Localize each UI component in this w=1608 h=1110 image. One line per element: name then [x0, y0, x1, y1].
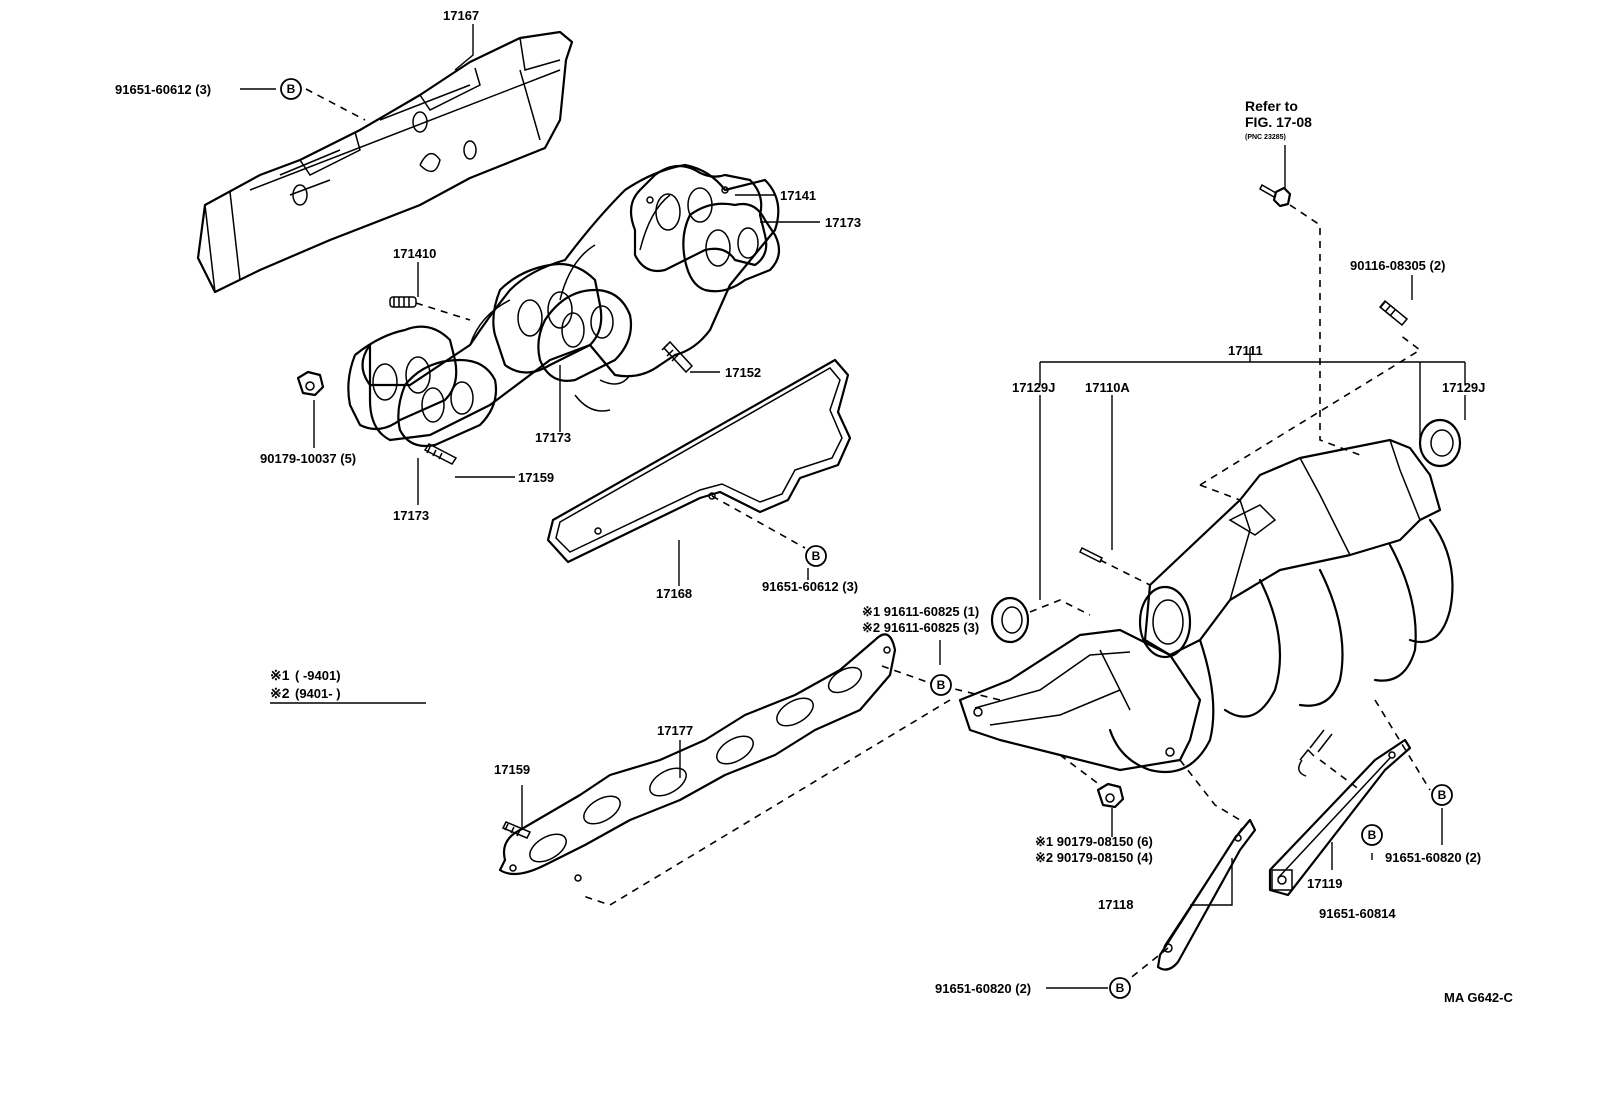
stud-17159-lower [501, 821, 532, 839]
nut-90179-10037 [296, 370, 325, 397]
nut-90179-08150 [1096, 782, 1125, 809]
catalog-code: MA G642-C [1444, 990, 1513, 1005]
bolt-marker-letter: B [937, 678, 946, 692]
label-17168: 17168 [656, 586, 692, 601]
stud-17159-upper [423, 443, 458, 465]
label-17119: 17119 [1307, 876, 1342, 891]
label-17177: 17177 [657, 723, 693, 738]
bolt-marker-b-top: B [280, 78, 302, 100]
exhaust-gasket-17173 [347, 164, 781, 448]
gasket-17168 [546, 358, 852, 564]
label-17118: 17118 [1098, 897, 1133, 912]
bolt-marker-b-stay-bottom: B [1109, 977, 1131, 999]
label-note2-90179-08150: ※2 90179-08150 (4) [1035, 850, 1153, 865]
bolt-marker-letter: B [287, 82, 296, 96]
bolt-marker-b-flange: B [930, 674, 952, 696]
manifold-stay-17119 [1268, 729, 1412, 897]
sensor-fig-17-08 [1259, 183, 1292, 208]
bolt-marker-letter: B [1368, 828, 1377, 842]
bolt-marker-letter: B [1438, 788, 1447, 802]
label-17159-upper: 17159 [518, 470, 554, 485]
stud-171410 [389, 296, 417, 308]
intake-gasket-17177 [498, 633, 897, 882]
label-refer-pnc: (PNC 23285) [1245, 134, 1286, 141]
label-note1-91611-60825: ※1 91611-60825 (1) [862, 604, 979, 619]
label-17129J-right: 17129J [1442, 380, 1485, 395]
intake-manifold-17111 [958, 438, 1454, 774]
label-17141: 17141 [780, 188, 816, 203]
label-17111: 17111 [1228, 343, 1263, 358]
legend-mark-2: ※2 [270, 685, 290, 701]
leader-lines [240, 24, 1466, 989]
label-17159-lower: 17159 [494, 762, 530, 777]
legend-range-2: (9401- ) [295, 686, 341, 701]
label-refer-fig: FIG. 17-08 [1245, 114, 1312, 130]
label-17173-right: 17173 [825, 215, 861, 230]
bolt-marker-b-gasket: B [805, 545, 827, 567]
bolt-marker-letter: B [1116, 981, 1125, 995]
assembly-dashed-lines [305, 88, 1431, 989]
label-17129J-left: 17129J [1012, 380, 1055, 395]
label-note1-90179-08150: ※1 90179-08150 (6) [1035, 834, 1153, 849]
label-17173-bottom: 17173 [393, 508, 429, 523]
label-refer-to: Refer to [1245, 98, 1298, 114]
seal-17129J-right [1418, 418, 1462, 468]
stud-17152 [661, 340, 694, 374]
legend-mark-1: ※1 [270, 667, 290, 683]
label-17173-middle: 17173 [535, 430, 571, 445]
legend-range-1: ( -9401) [295, 668, 341, 683]
label-91651-60814: 91651-60814 [1319, 906, 1396, 921]
bolt-marker-letter: B [812, 549, 821, 563]
label-note2-91611-60825: ※2 91611-60825 (3) [862, 620, 979, 635]
exhaust-manifold-17141 [361, 163, 780, 442]
label-91651-60820-bottom: 91651-60820 (2) [935, 981, 1031, 996]
manifold-stay-17118 [1156, 818, 1257, 971]
label-91651-60612-middle: 91651-60612 (3) [762, 579, 858, 594]
bolt-marker-b-stay-right: B [1431, 784, 1453, 806]
label-17167: 17167 [443, 8, 479, 23]
heat-insulator-17167 [196, 30, 574, 294]
pin-17110A [1078, 546, 1104, 564]
label-171410: 171410 [393, 246, 436, 261]
label-90179-10037: 90179-10037 (5) [260, 451, 356, 466]
label-90116-08305: 90116-08305 (2) [1350, 258, 1445, 273]
bolt-marker-b-stay-mid: B [1361, 824, 1383, 846]
seal-17129J-left [990, 596, 1030, 644]
label-91651-60612-top: 91651-60612 (3) [115, 82, 211, 97]
label-17110A: 17110A [1085, 380, 1130, 395]
stud-90116-08305 [1378, 299, 1409, 327]
label-91651-60820-right: 91651-60820 (2) [1385, 850, 1481, 865]
label-17152: 17152 [725, 365, 761, 380]
